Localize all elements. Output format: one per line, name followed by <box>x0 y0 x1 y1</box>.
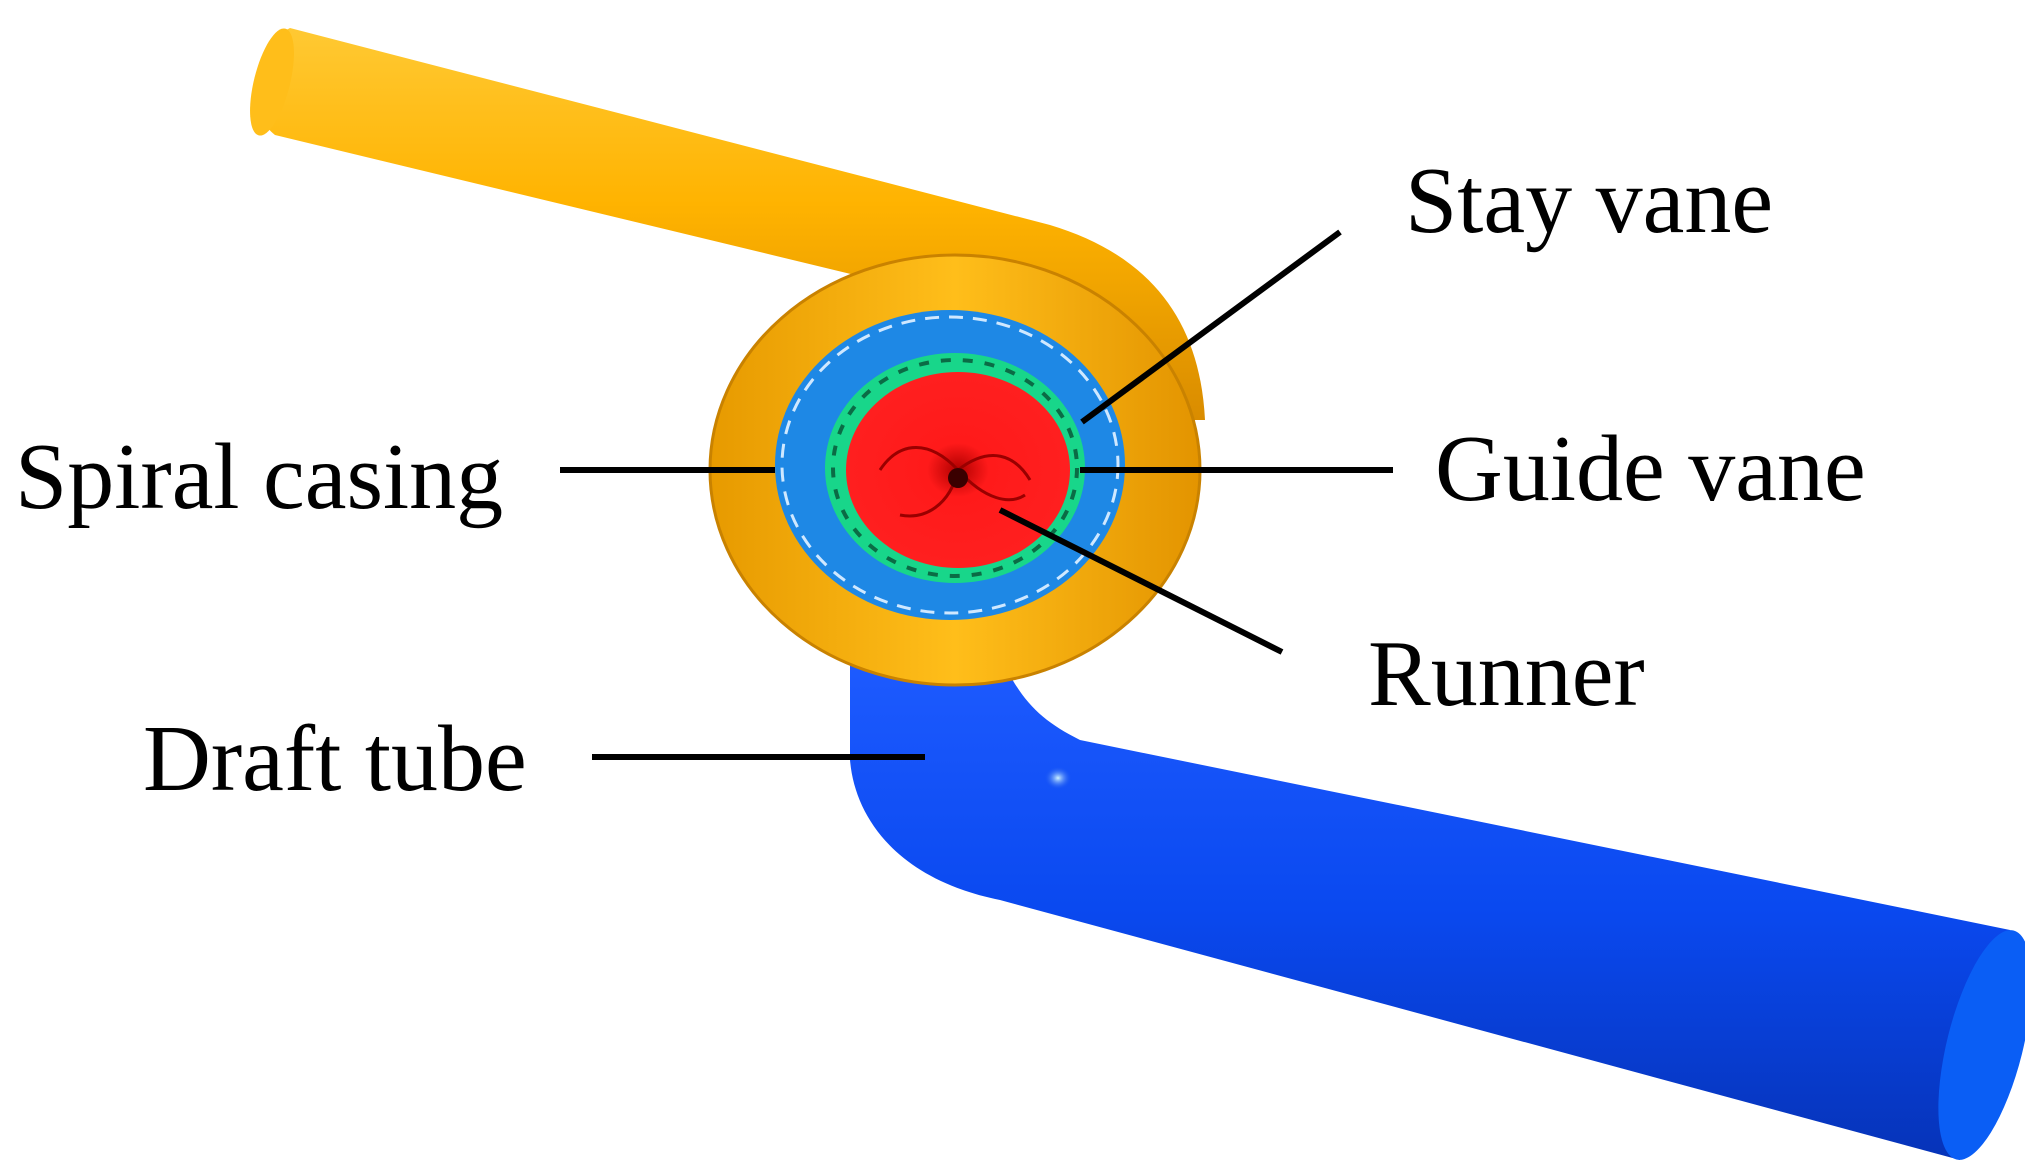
draft-tube-highlight <box>1044 766 1072 790</box>
guide-vane-label: Guide vane <box>1435 417 1866 521</box>
stay-vane-label: Stay vane <box>1405 149 1773 253</box>
runner-leader <box>998 507 1284 655</box>
runner-shape <box>846 372 1070 568</box>
draft-tube-label: Draft tube <box>143 707 527 811</box>
stay-vane-leader <box>1080 229 1342 425</box>
spiral-casing-label: Spiral casing <box>15 425 503 529</box>
draft-tube-shape <box>850 655 2025 1160</box>
runner-label: Runner <box>1368 622 1645 726</box>
